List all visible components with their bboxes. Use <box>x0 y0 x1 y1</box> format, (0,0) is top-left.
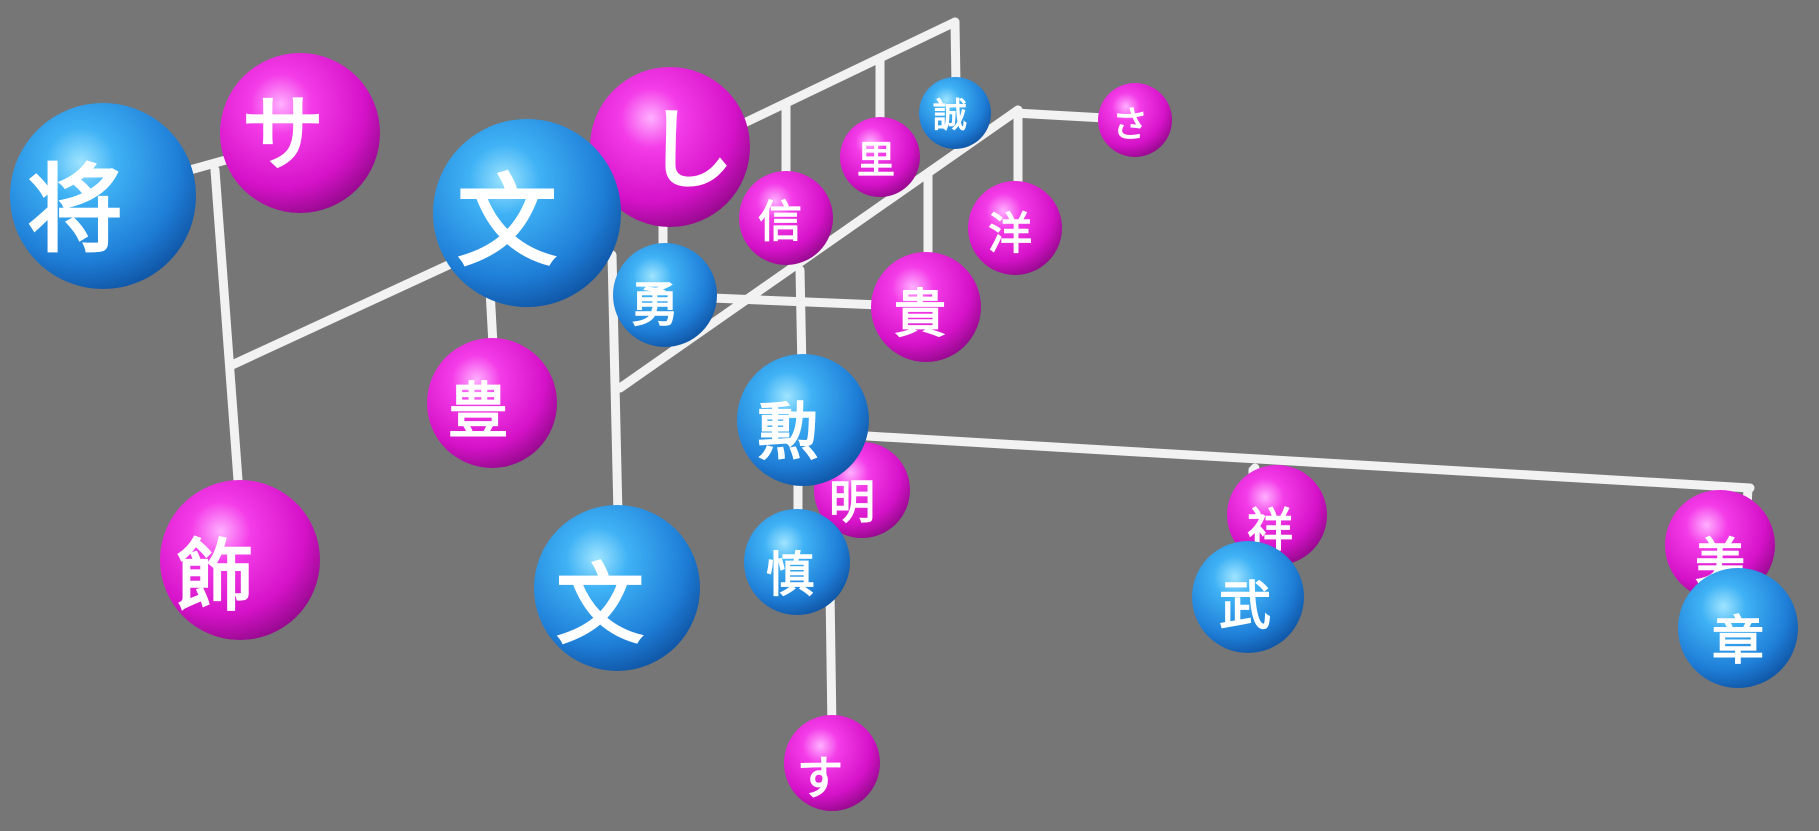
sphere-sa-top: サ <box>220 53 380 213</box>
svg-text:洋: 洋 <box>988 209 1032 260</box>
sphere-bu: 武 <box>1192 541 1304 653</box>
sphere-su: す <box>784 715 880 811</box>
sphere-shin2: 慎 <box>744 509 850 615</box>
svg-text:明: 明 <box>829 475 875 529</box>
svg-text:誠: 誠 <box>933 96 967 136</box>
sphere-sei: 誠 <box>919 77 991 149</box>
svg-text:豊: 豊 <box>448 377 508 447</box>
sphere-bun-bottom: 文 <box>534 505 700 671</box>
svg-text:慎: 慎 <box>766 547 814 603</box>
svg-text:信: 信 <box>758 197 802 248</box>
svg-text:飾: 飾 <box>176 532 254 622</box>
svg-text:文: 文 <box>457 164 557 281</box>
svg-text:し: し <box>646 99 734 202</box>
sphere-kun: 勲 <box>737 354 869 486</box>
svg-text:里: 里 <box>857 138 895 182</box>
svg-text:将: 将 <box>27 154 123 266</box>
svg-text:章: 章 <box>1712 612 1764 672</box>
svg-text:勲: 勲 <box>757 396 819 469</box>
sphere-shi: し <box>590 67 750 227</box>
sphere-hou: 豊 <box>427 338 557 468</box>
svg-text:す: す <box>797 751 843 805</box>
sphere-kazari: 飾 <box>160 480 320 640</box>
sphere-ki: 貴 <box>871 252 981 362</box>
svg-text:武: 武 <box>1219 577 1271 637</box>
sphere-sho: 将 <box>10 103 196 289</box>
sphere-ri: 里 <box>840 117 920 197</box>
sphere-yuu: 勇 <box>613 243 717 347</box>
svg-text:貴: 貴 <box>894 285 946 345</box>
svg-text:勇: 勇 <box>631 277 679 333</box>
sphere-shou: 祥 <box>1227 465 1327 565</box>
svg-text:文: 文 <box>556 554 644 657</box>
sphere-you: 洋 <box>968 181 1062 275</box>
sphere-shin: 信 <box>739 171 833 265</box>
sphere-sa-small: さ <box>1098 83 1172 157</box>
sphere-bun-top: 文 <box>433 119 621 307</box>
svg-text:さ: さ <box>1112 105 1148 146</box>
sphere-shou2: 章 <box>1678 568 1798 688</box>
svg-text:サ: サ <box>242 88 324 183</box>
